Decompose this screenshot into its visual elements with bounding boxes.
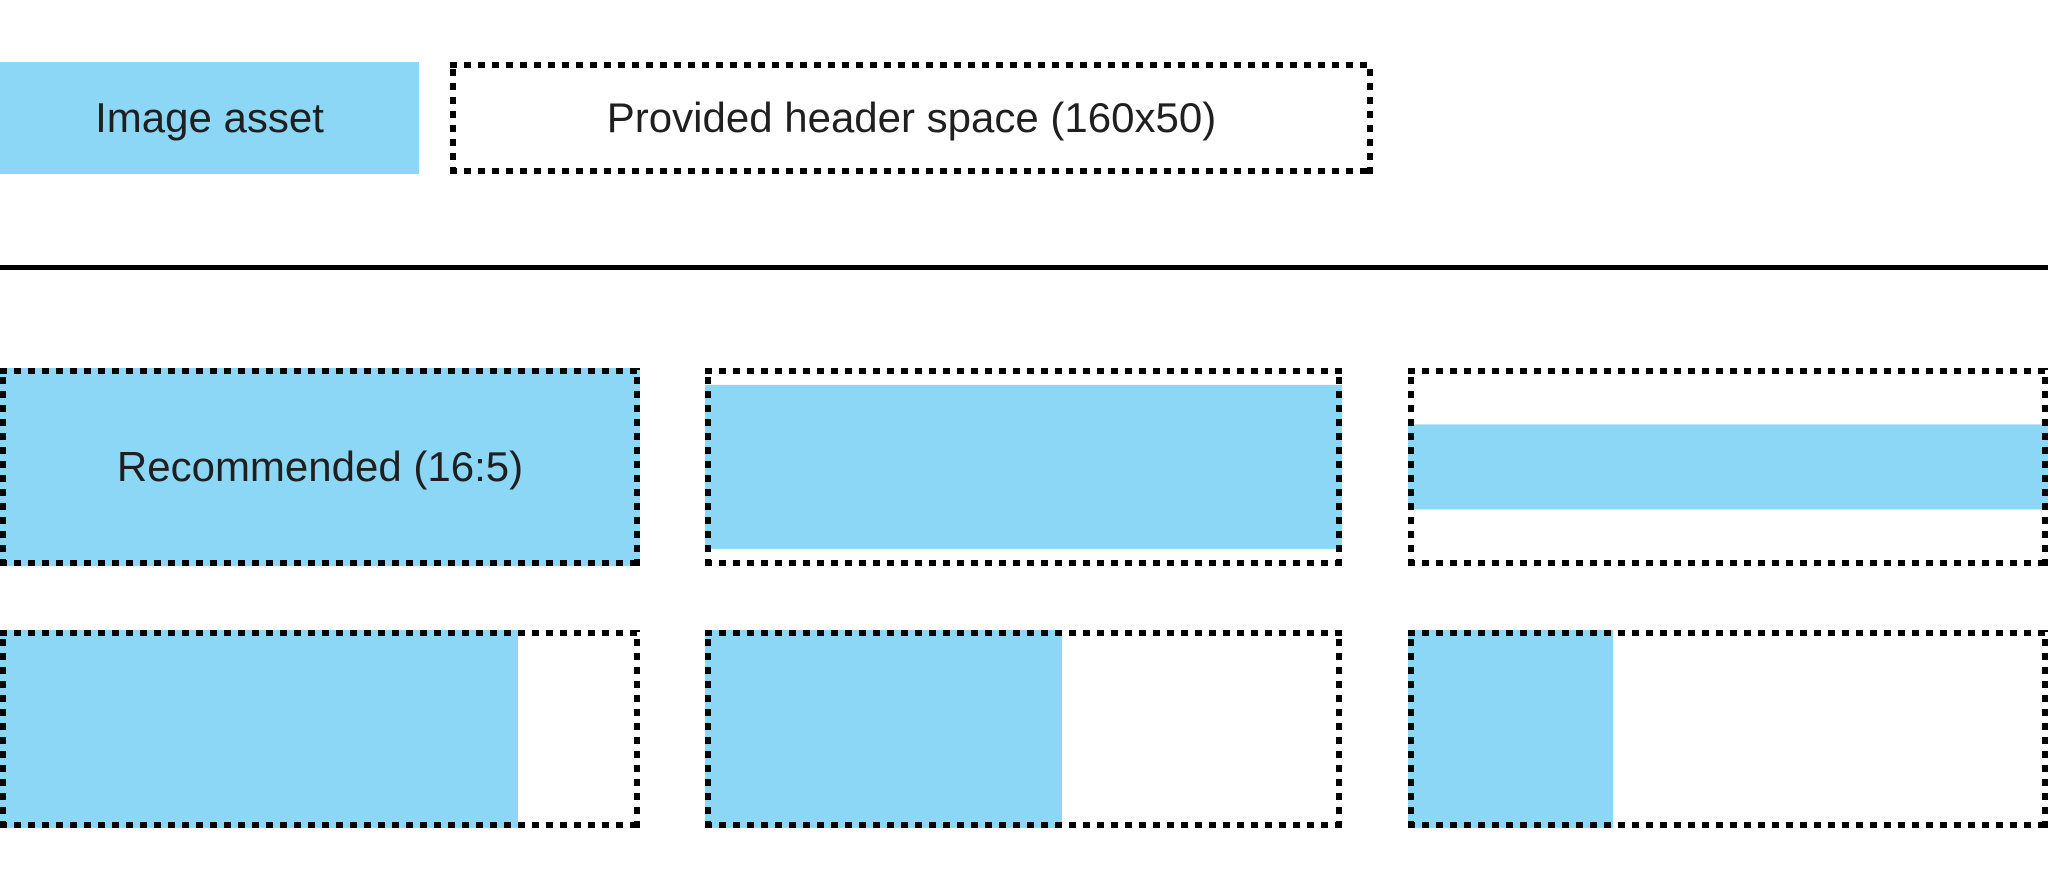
recommended-label-wrap: Recommended (16:5) bbox=[0, 368, 640, 566]
demo-box-wide-letterbox-2 bbox=[1408, 368, 2048, 566]
demo-box-tall-left-3 bbox=[1408, 630, 2048, 828]
asset-fill-wide-1 bbox=[705, 384, 1342, 550]
header-space-label: Provided header space (160x50) bbox=[606, 94, 1217, 141]
demo-box-tall-left-1 bbox=[0, 630, 640, 828]
demo-box-tall-left-2 bbox=[705, 630, 1342, 828]
asset-fill-tall-3 bbox=[1408, 630, 1613, 828]
header-space-box: Provided header space (160x50) bbox=[450, 62, 1373, 174]
image-asset-label: Image asset bbox=[95, 94, 324, 141]
asset-fill-recommended bbox=[0, 368, 640, 566]
demo-box-wide-letterbox-1 bbox=[705, 368, 1342, 566]
demo-box-recommended-16-5: Recommended (16:5) bbox=[0, 368, 640, 566]
image-asset-swatch: Image asset bbox=[0, 62, 419, 174]
asset-fill-tall-1 bbox=[0, 630, 519, 828]
divider-line bbox=[0, 265, 2048, 270]
asset-fill-wide-2 bbox=[1408, 424, 2048, 510]
recommended-label: Recommended (16:5) bbox=[116, 443, 524, 490]
asset-fill-tall-2 bbox=[705, 630, 1062, 828]
